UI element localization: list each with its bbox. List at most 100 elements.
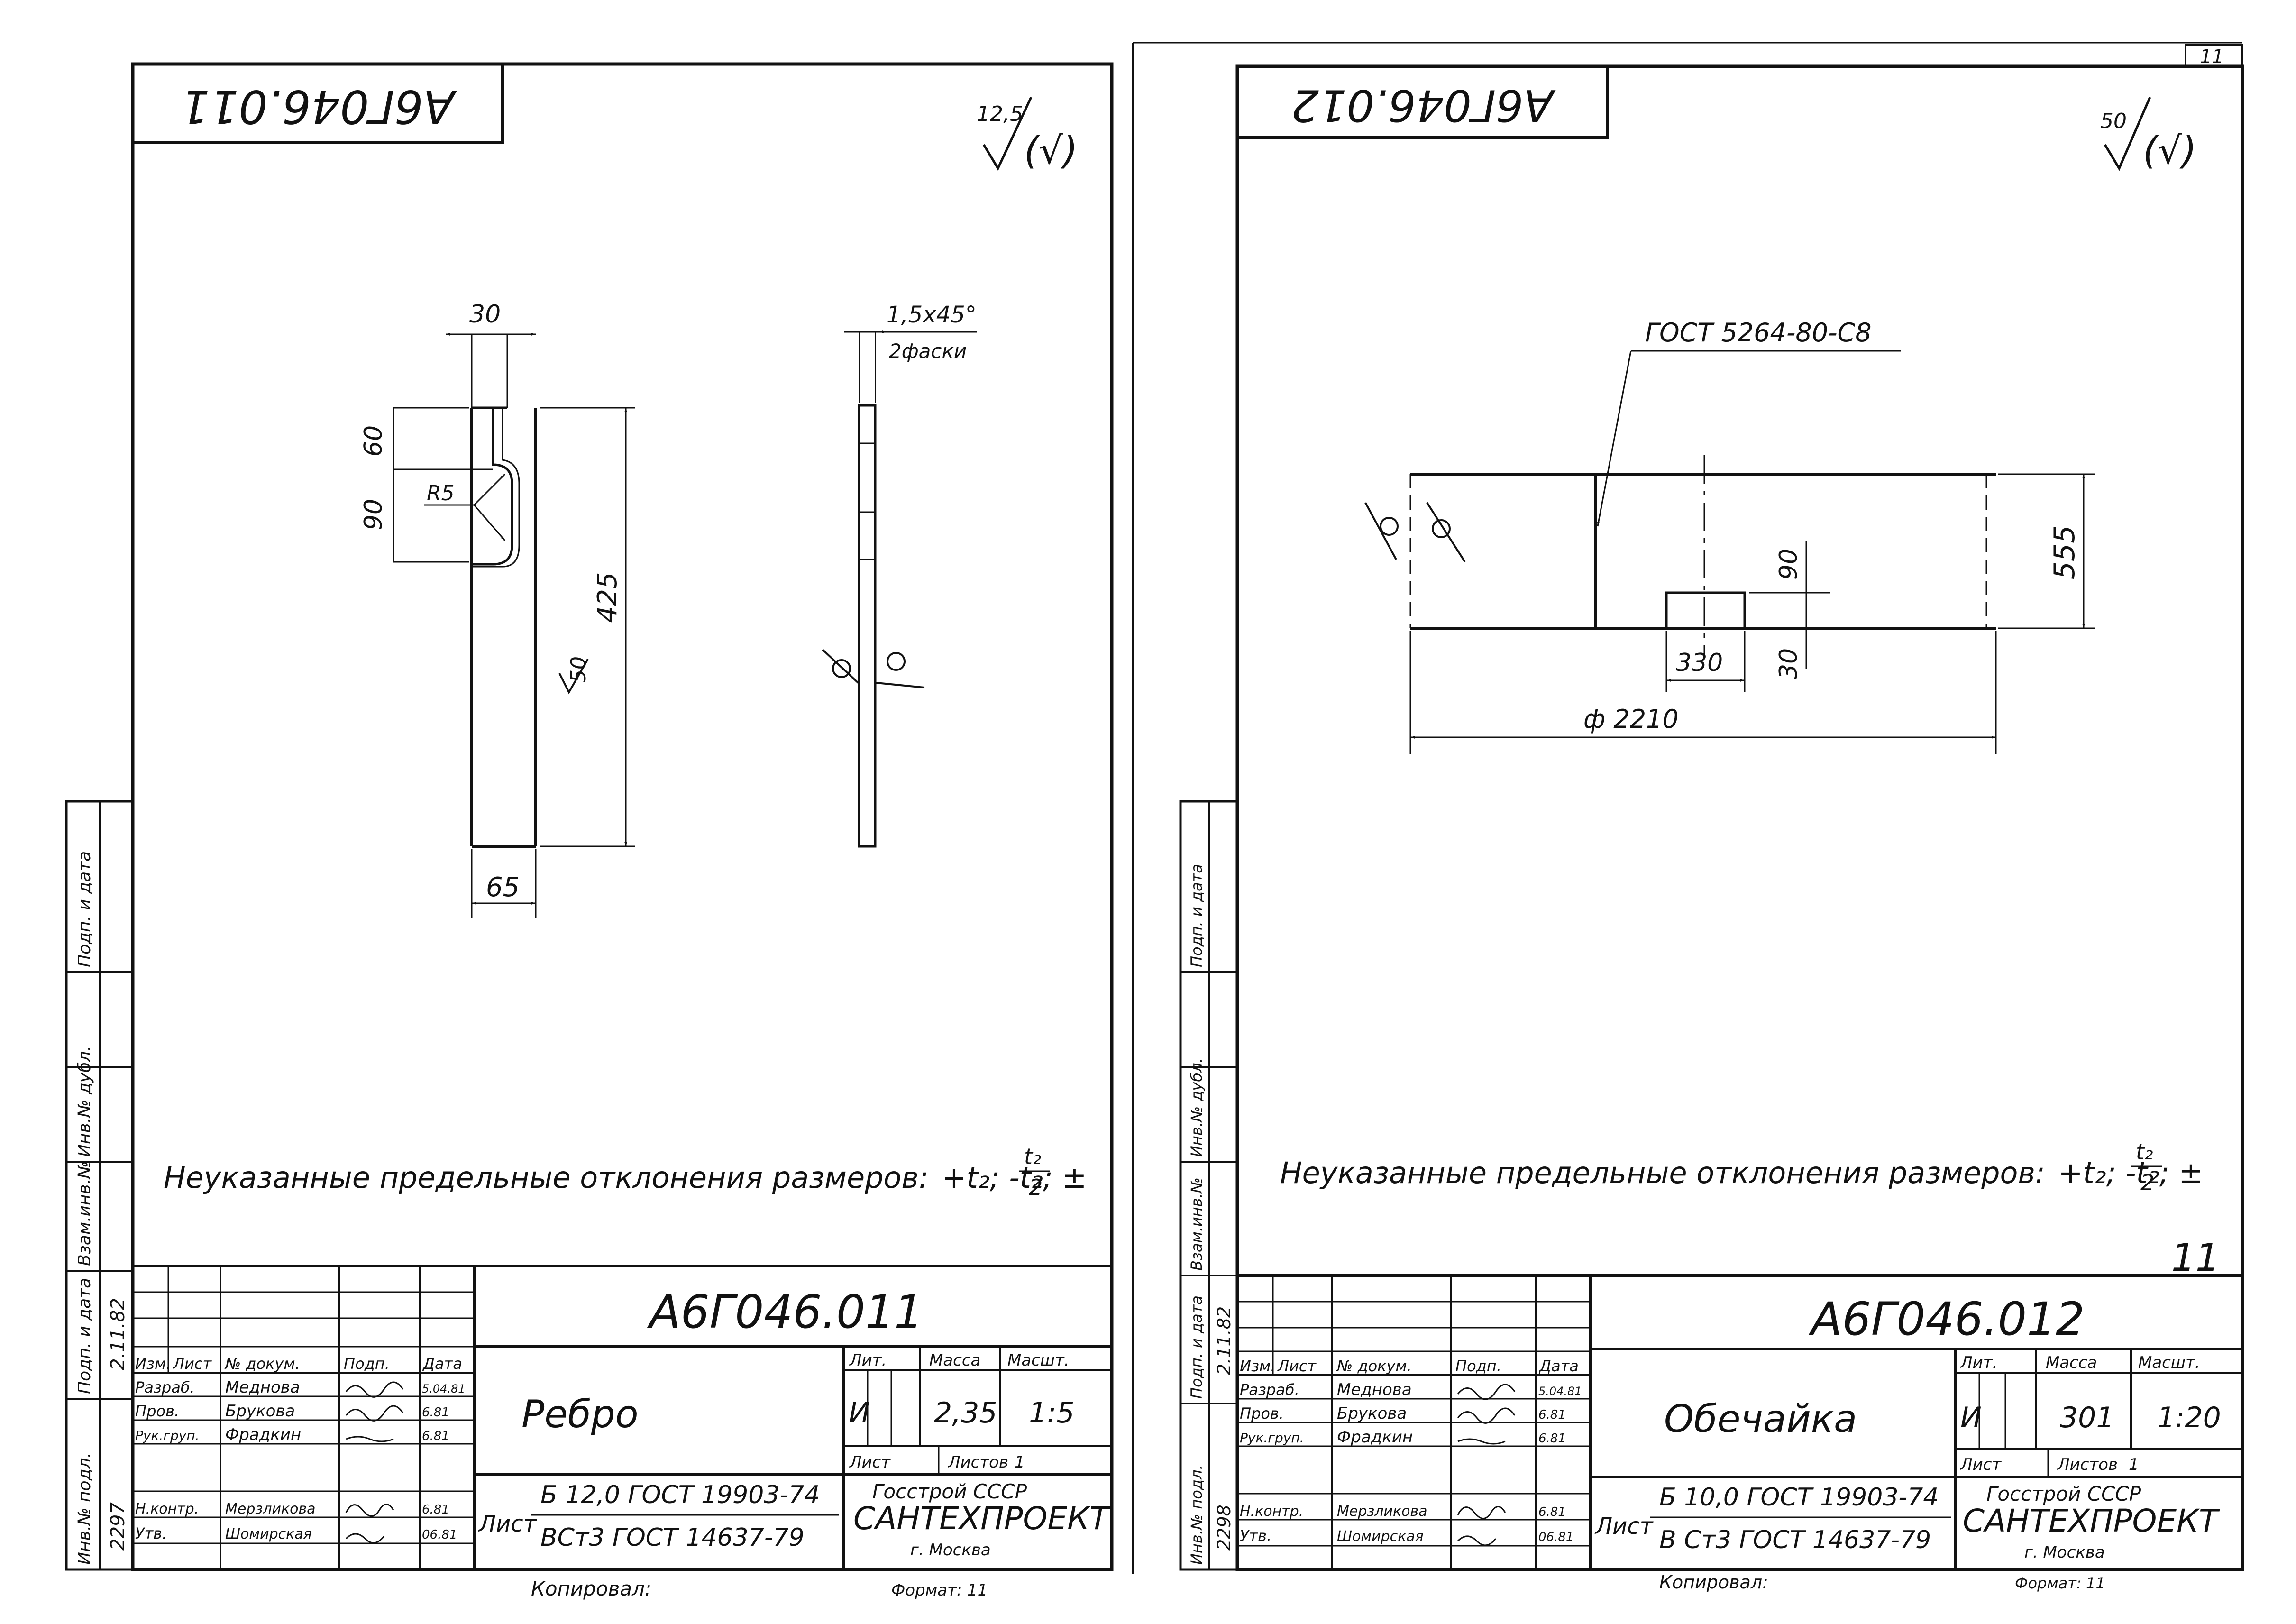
right-tolerance-formula: +t₂; -t₂; ± [2058,1156,2204,1190]
svg-text:Рук.груп.: Рук.груп. [135,1428,200,1443]
svg-text:Лит.: Лит. [1959,1353,1997,1372]
right-weld-note: ГОСТ 5264-80-С8 [1645,318,1872,348]
svg-text:1:5: 1:5 [1029,1396,1075,1430]
svg-text:Лист: Лист [1277,1357,1317,1375]
right-tolerance-num: t₂ [2136,1139,2153,1165]
right-title-block: Изм. Лист № докум. Подп. Дата Разраб. Ме… [1236,1274,2244,1571]
left-org-name: САНТЕХПРОЕКТ [853,1500,1111,1537]
svg-text:Неуказанные предельные отклоне: Неуказанные предельные отклонения размер… [1280,1156,2203,1190]
svg-text:2,35: 2,35 [934,1396,997,1430]
svg-text:90: 90 [359,499,388,530]
svg-text:11: 11 [967,1581,988,1600]
svg-text:Госстрой СССР: Госстрой СССР [872,1480,1027,1503]
left-material-top: Б 12,0 ГОСТ 19903-74 [540,1481,820,1509]
svg-text:И: И [1960,1401,1982,1434]
left-tolerance-formula: +t₂; -t₂; ± [942,1160,1087,1195]
svg-text:(√): (√) [1024,128,1078,173]
svg-text:60: 60 [359,425,388,457]
right-roughness-symbol: 50 (√) [2100,97,2196,173]
left-part-name: Ребро [521,1392,639,1436]
svg-text:Изм.: Изм. [135,1355,171,1373]
right-part-name: Обечайка [1664,1397,1857,1441]
svg-text:Фрадкин: Фрадкин [1337,1428,1413,1447]
svg-text:Мерзликова: Мерзликова [225,1501,316,1517]
right-top-code-box [1236,65,1609,139]
svg-text:Лит.: Лит. [849,1351,887,1370]
svg-text:Лист: Лист [478,1511,538,1537]
svg-text:Шомирская: Шомирская [225,1526,312,1542]
svg-text:Лист: Лист [849,1453,891,1472]
svg-text:г. Москва: г. Москва [910,1541,991,1560]
left-title-block: Изм. Лист № докум. Подп. Дата Разраб. Ме… [131,1265,1113,1571]
left-roughness-symbol: 12,5 (√) [977,96,1078,173]
left-tolerance-note: Неуказанные предельные отклонения размер… [164,1160,929,1195]
left-title-code: А6Г046.011 [647,1285,923,1339]
svg-text:Брукова: Брукова [1337,1404,1407,1423]
right-inv-no: 2298 [1214,1505,1235,1551]
svg-text:Подп.: Подп. [344,1355,390,1373]
right-material-bottom: В Ст3 ГОСТ 14637-79 [1659,1526,1931,1554]
svg-text:№ докум.: № докум. [224,1355,300,1373]
svg-text:№ докум.: № докум. [1336,1357,1412,1375]
left-date-sign: 2.11.82 [107,1298,129,1370]
svg-text:Пров.: Пров. [1240,1404,1284,1422]
svg-text:Подп. и дата: Подп. и дата [75,851,94,967]
right-date-sign: 2.11.82 [1214,1306,1235,1375]
svg-text:50: 50 [567,656,591,683]
svg-text:50: 50 [2100,109,2127,133]
left-footer-copy: Копировал: [531,1577,651,1600]
right-name-0: Меднова [1337,1380,1412,1399]
svg-text:Н.контр.: Н.контр. [1240,1503,1303,1520]
svg-text:Подп.: Подп. [1455,1357,1501,1375]
left-sheet: А6Г046.011 12,5 (√) 30 60 [131,62,1114,1600]
right-shell-view: ГОСТ 5264-80-С8 555 90 30 330 [1364,318,2095,754]
right-tolerance-note: Неуказанные предельные отклонения размер… [1280,1156,2045,1190]
right-side-strip: Инв.№ подл. Подп. и дата Взам.инв.№ Инв.… [1179,800,1239,1571]
svg-text:Неуказанные предельные отклоне: Неуказанные предельные отклонения размер… [164,1160,1087,1195]
svg-text:Листов: Листов [947,1453,1008,1472]
left-inv-no: 2297 [107,1502,129,1551]
svg-text:06.81: 06.81 [1538,1530,1573,1544]
svg-text:Утв.: Утв. [1240,1527,1271,1545]
svg-text:5.04.81: 5.04.81 [422,1382,466,1395]
right-frame [1235,64,2244,1571]
svg-text:90: 90 [1775,549,1803,580]
svg-text:6.81: 6.81 [1538,1431,1566,1446]
right-title-code: А6Г046.012 [1808,1293,2085,1346]
svg-text:Подп. и дата: Подп. и дата [75,1278,94,1394]
right-footer-copy: Копировал: [1659,1572,1768,1593]
left-side-strip: Инв.№ подл. Подп. и дата Взам.инв.№ Инв.… [65,800,134,1571]
svg-text:Пров.: Пров. [135,1402,179,1420]
left-role-0: Разраб. [135,1378,195,1396]
left-rib-side-view: 1,5x45° 2фаски [822,302,977,848]
svg-text:Шомирская: Шомирская [1337,1528,1424,1545]
svg-text:6.81: 6.81 [1538,1408,1566,1422]
right-sheet: А6Г046.012 50 (√) ГОСТ 5264-80-С8 [1235,64,2244,1593]
svg-text:Рук.груп.: Рук.груп. [1240,1430,1304,1446]
svg-text:Подп. и дата: Подп. и дата [1188,1295,1206,1399]
svg-text:Инв.№ подл.: Инв.№ подл. [1188,1465,1206,1565]
svg-text:5.04.81: 5.04.81 [1538,1385,1582,1398]
svg-text:6.81: 6.81 [422,1429,449,1443]
svg-text:Изм.: Изм. [1240,1357,1275,1375]
svg-text:Мерзликова: Мерзликова [1337,1503,1427,1520]
svg-text:6.81: 6.81 [1538,1505,1566,1519]
right-role-0: Разраб. [1240,1381,1299,1399]
svg-text:Н.контр.: Н.контр. [135,1501,199,1517]
right-sheet-number: 11 [2171,1236,2220,1280]
svg-text:Инв.№ дубл.: Инв.№ дубл. [75,1046,94,1157]
left-tolerance-den: 2 [1029,1174,1043,1200]
svg-text:1,5x45°: 1,5x45° [887,302,977,328]
left-material-bottom: ВСт3 ГОСТ 14637-79 [540,1523,805,1552]
svg-text:Лист: Лист [173,1355,212,1373]
signature-mark [345,1381,404,1398]
svg-text:1:20: 1:20 [2157,1401,2221,1434]
right-tolerance-den: 2 [2140,1170,2154,1195]
svg-text:Дата: Дата [422,1355,462,1373]
svg-text:Масса: Масса [929,1351,980,1370]
svg-text:Инв.№ дубл.: Инв.№ дубл. [1188,1058,1206,1157]
left-tolerance-num: t₂ [1024,1144,1041,1169]
svg-text:Лист: Лист [1594,1513,1654,1540]
svg-text:30: 30 [469,300,501,329]
